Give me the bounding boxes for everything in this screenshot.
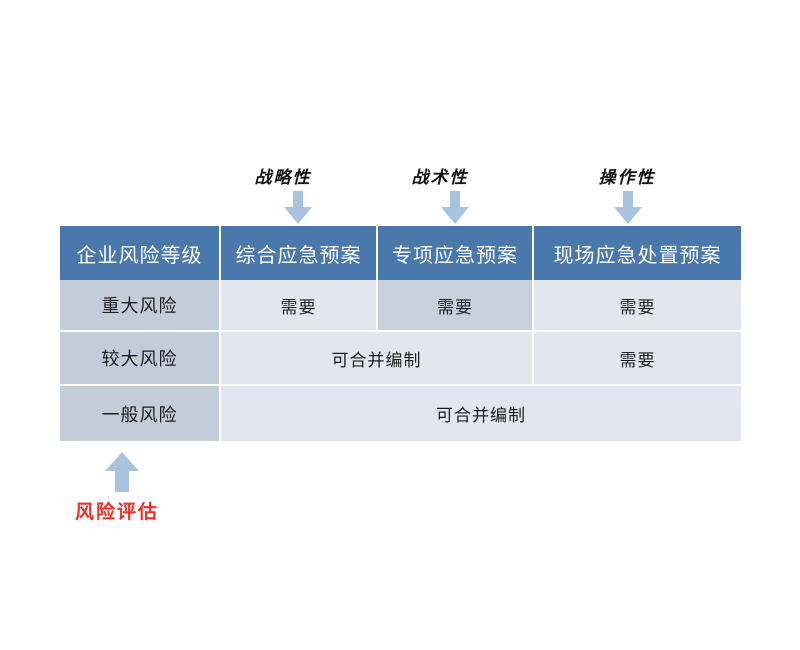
column-header-special-plan: 专项应急预案 (378, 226, 534, 280)
row-header-large-risk: 较大风险 (60, 332, 221, 386)
column-header-onsite-plan: 现场应急处置预案 (534, 226, 741, 280)
table-row: 一般风险 可合并编制 (60, 386, 741, 441)
annotation-label-operational: 操作性 (598, 168, 656, 188)
arrow-down-icon-tactical (440, 191, 470, 229)
cell-major-onsite: 需要 (534, 280, 741, 332)
cell-general-merged-plan: 可合并编制 (221, 386, 741, 441)
table-header-row: 企业风险等级 综合应急预案 专项应急预案 现场应急处置预案 (60, 226, 741, 280)
column-header-risk-level: 企业风险等级 (60, 226, 221, 280)
row-header-major-risk: 重大风险 (60, 280, 221, 332)
arrow-down-icon-strategic (283, 191, 313, 229)
column-header-comprehensive-plan: 综合应急预案 (221, 226, 378, 280)
cell-large-merged-plan: 可合并编制 (221, 332, 534, 386)
annotation-label-risk-assessment: 风险评估 (75, 501, 160, 523)
cell-major-special: 需要 (378, 280, 534, 332)
risk-plan-matrix-table: 企业风险等级 综合应急预案 专项应急预案 现场应急处置预案 重大风险 需要 需要… (60, 226, 741, 441)
table-row: 重大风险 需要 需要 需要 (60, 280, 741, 332)
annotation-label-tactical: 战术性 (411, 168, 469, 188)
arrow-down-icon-operational (613, 191, 643, 229)
cell-large-onsite: 需要 (534, 332, 741, 386)
annotation-label-strategic: 战略性 (254, 168, 312, 188)
cell-major-comprehensive: 需要 (221, 280, 378, 332)
table-row: 较大风险 可合并编制 需要 (60, 332, 741, 386)
row-header-general-risk: 一般风险 (60, 386, 221, 441)
arrow-up-icon-risk-assessment (104, 452, 140, 497)
